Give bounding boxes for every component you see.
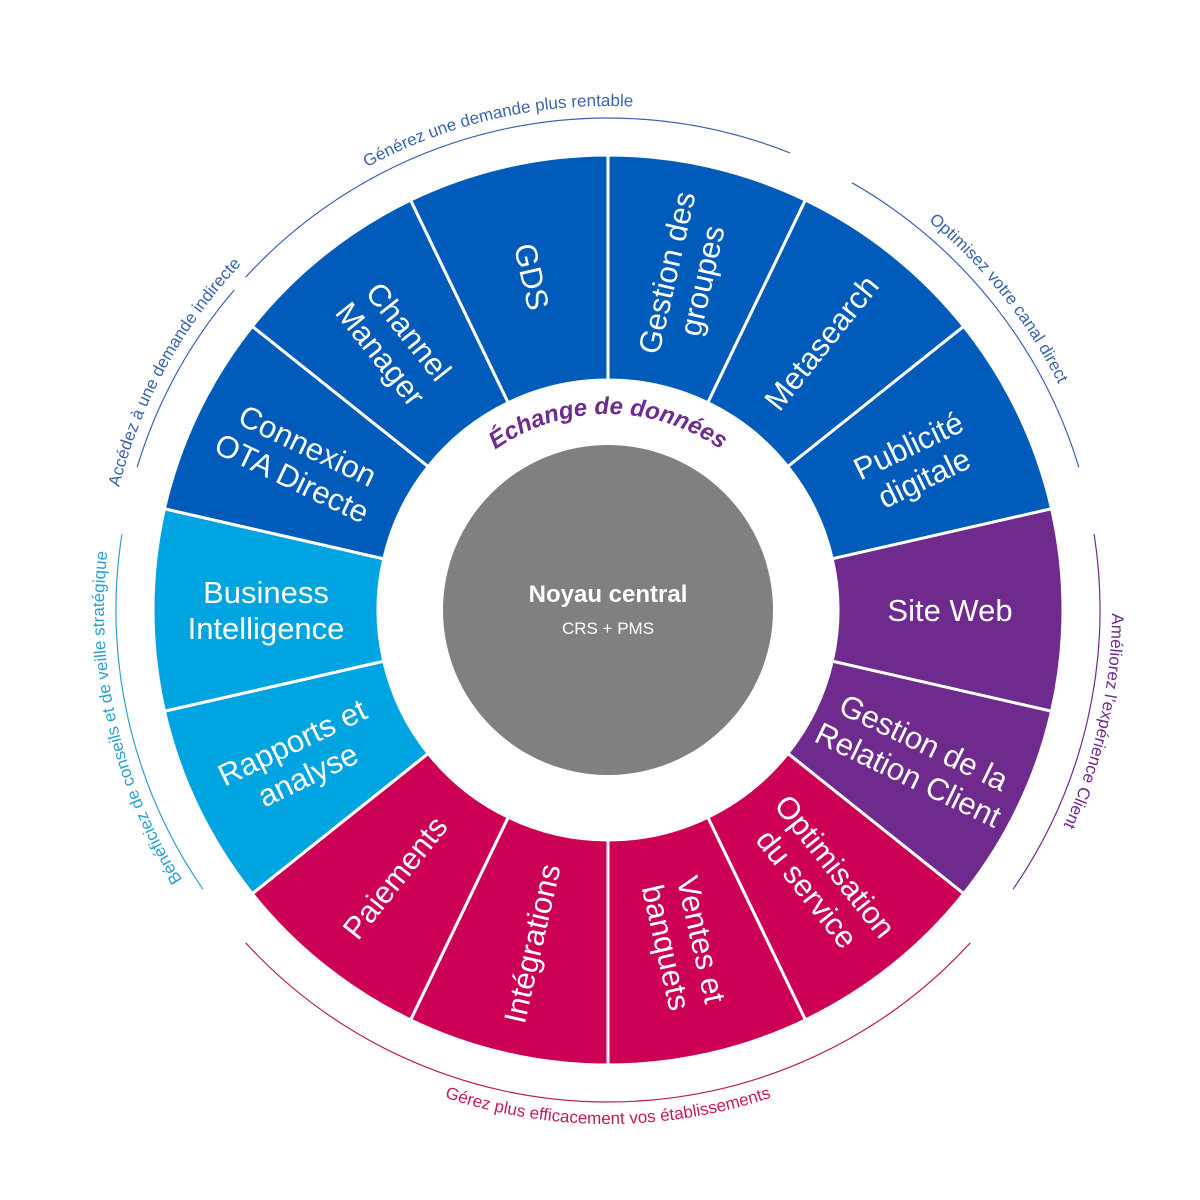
core-title: Noyau central xyxy=(529,581,688,608)
outer-arc-gerez-etablissements xyxy=(245,942,971,1103)
outer-arc-optimisez-canal xyxy=(851,182,1080,468)
segment-gds xyxy=(408,153,610,405)
outer-arc-generez-demande xyxy=(245,117,791,278)
outer-arcs xyxy=(115,117,1101,1103)
outer-arc-beneficiez-conseils xyxy=(115,534,204,890)
outer-arc-accedez-demande xyxy=(136,289,235,468)
outer-label-gerez-etablissements: Gérez plus efficacement vos établissemen… xyxy=(443,1083,772,1128)
core-circle xyxy=(443,445,773,775)
core-subtitle: CRS + PMS xyxy=(562,619,654,638)
segment-label-site-web: Site Web xyxy=(887,593,1012,628)
outer-arc-ameliorez-experience xyxy=(1012,534,1101,890)
outer-label-ameliorez-experience: Améliorez l’expérience Client xyxy=(1060,613,1127,832)
